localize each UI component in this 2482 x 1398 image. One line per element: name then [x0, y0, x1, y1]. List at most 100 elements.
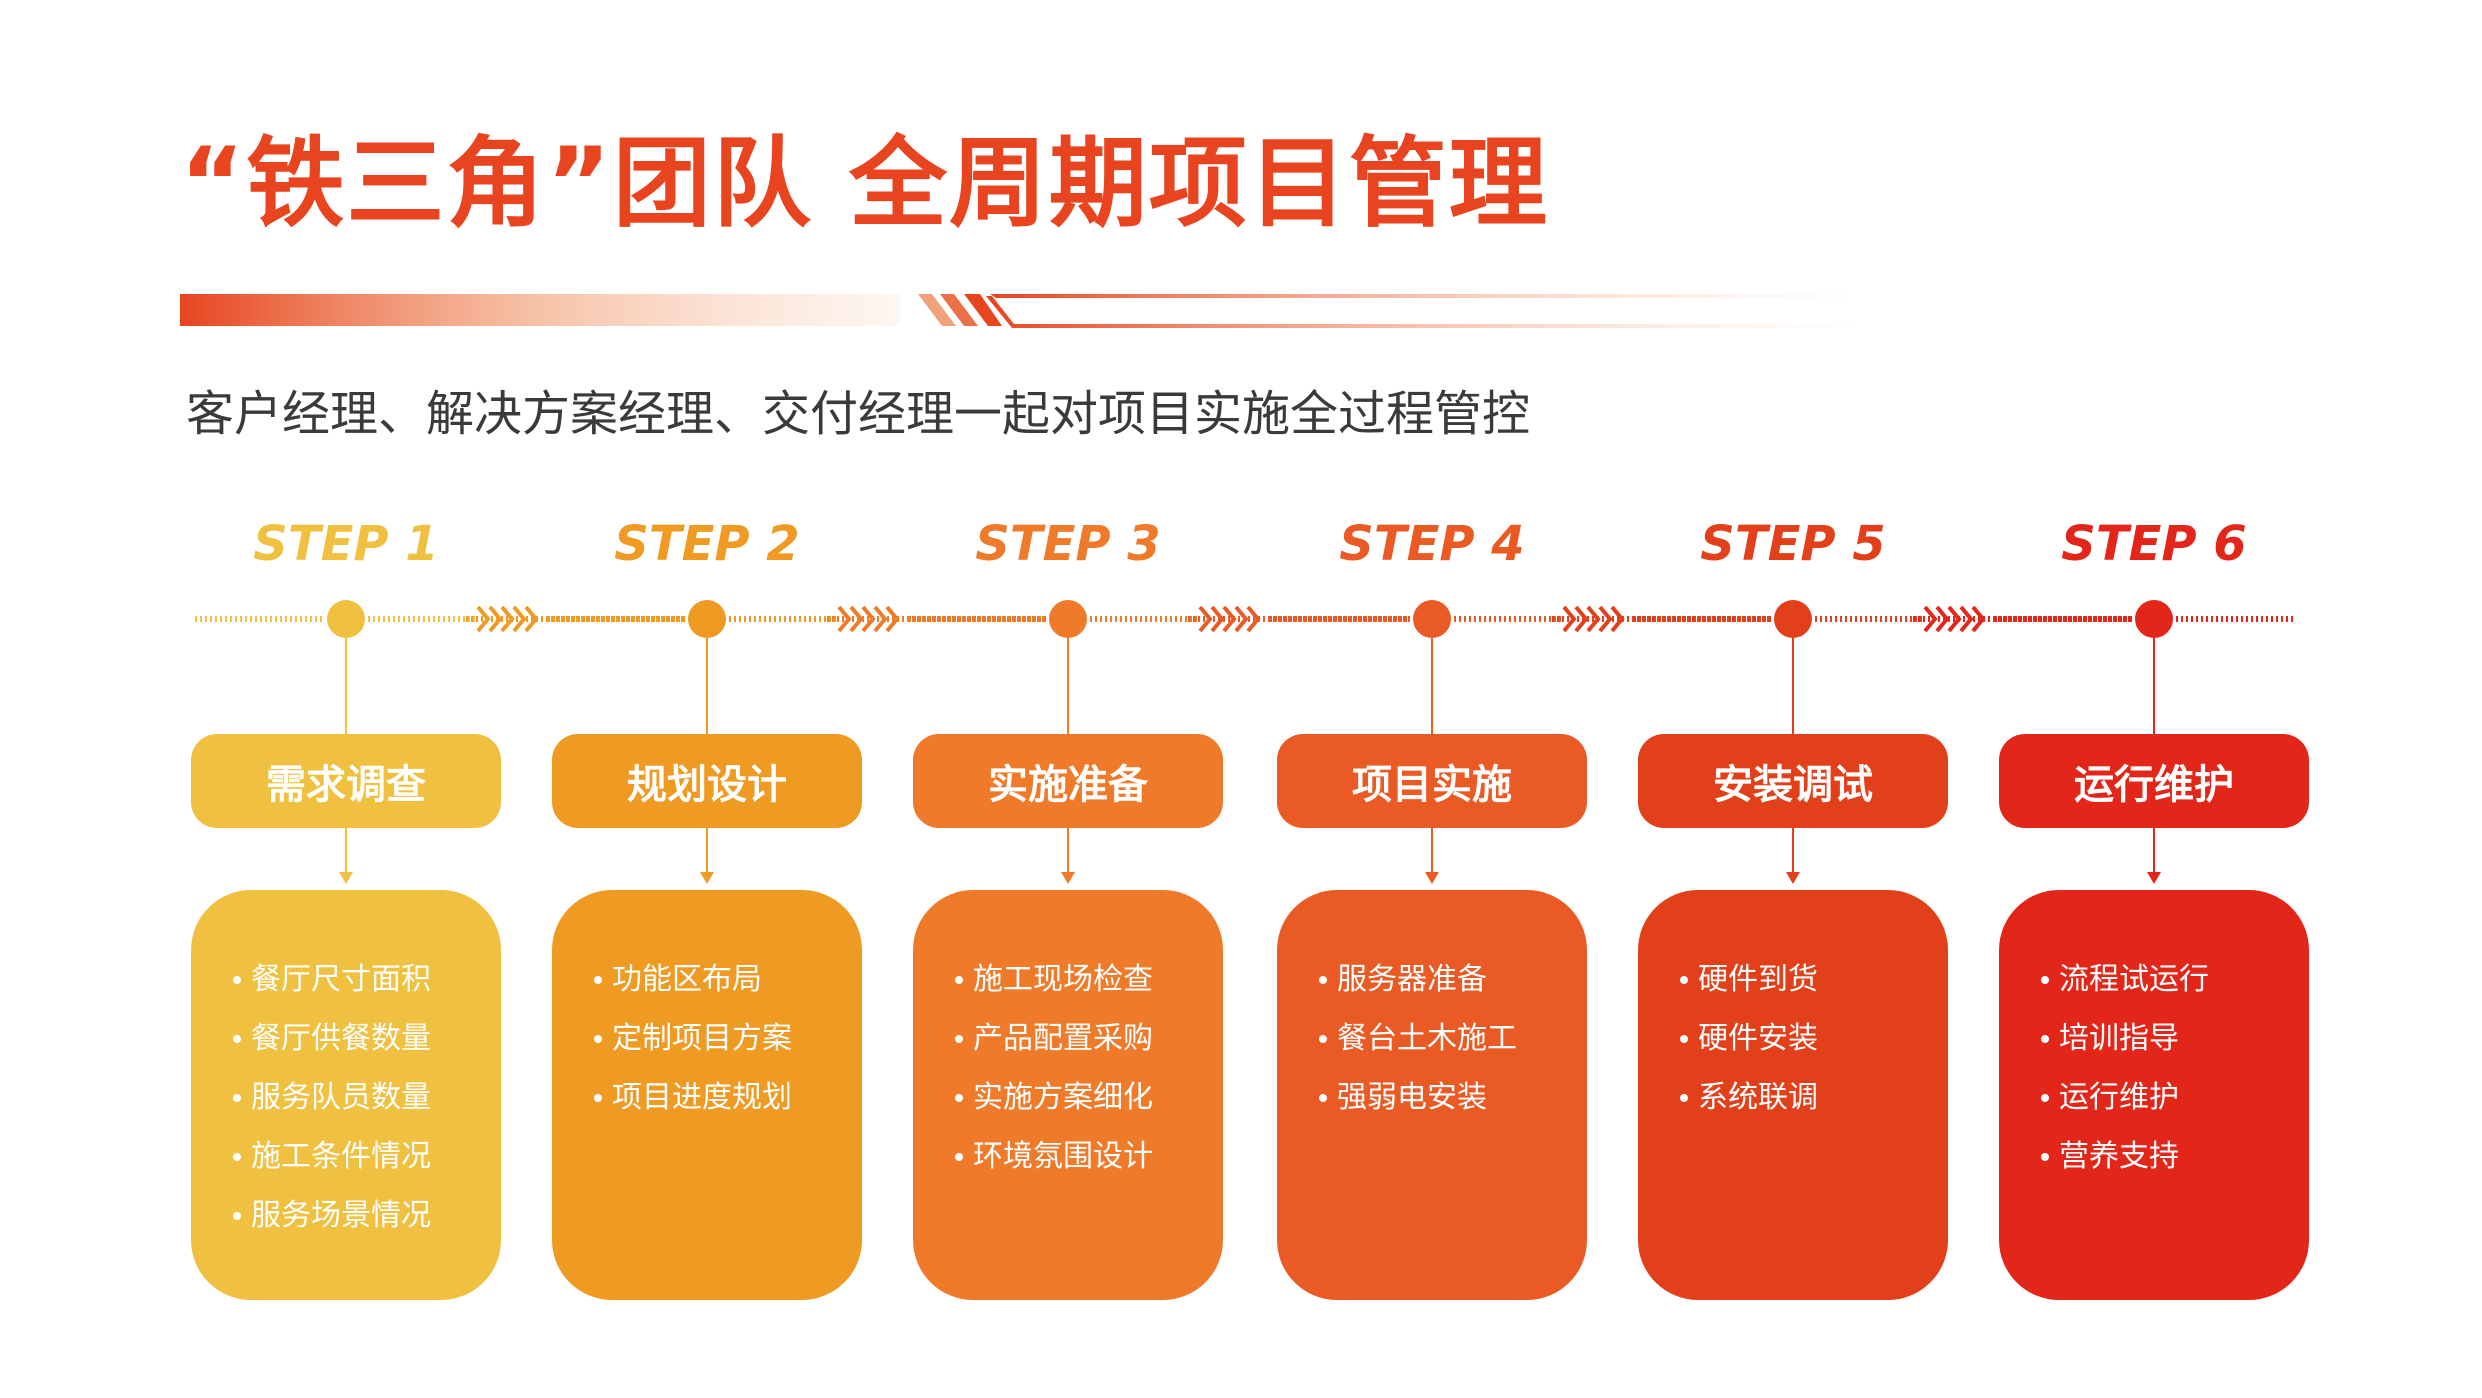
list-item-text: 功能区布局	[612, 962, 762, 997]
list-item: 餐台土木施工	[1277, 1009, 1587, 1068]
list-item-text: 营养支持	[2059, 1139, 2179, 1174]
chevron-arrow-icon	[500, 605, 515, 633]
step-detail-card: 施工现场检查产品配置采购实施方案细化环境氛围设计	[913, 890, 1223, 1300]
chevron-arrow-icon	[1222, 605, 1237, 633]
step-label: STEP 5	[1700, 516, 1886, 572]
list-item-text: 定制项目方案	[612, 1021, 792, 1056]
step-title: 规划设计	[627, 762, 787, 808]
bullet-dot-icon	[233, 1094, 241, 1102]
chevron-arrow-icon	[849, 605, 864, 633]
chevron-arrow-icon	[1610, 605, 1625, 633]
list-item-text: 餐台土木施工	[1337, 1021, 1517, 1056]
bullet-dot-icon	[1680, 976, 1688, 984]
list-item: 产品配置采购	[913, 1009, 1223, 1068]
list-item: 餐厅供餐数量	[191, 1009, 501, 1068]
bullet-dot-icon	[594, 1035, 602, 1043]
list-item-text: 服务器准备	[1337, 962, 1487, 997]
chevron-arrow-icon	[1586, 605, 1601, 633]
step-title: 实施准备	[988, 762, 1148, 808]
bullet-dot-icon	[955, 1035, 963, 1043]
list-item-text: 强弱电安装	[1337, 1080, 1487, 1115]
list-item: 运行维护	[1999, 1068, 2309, 1127]
arrow-down-icon	[700, 872, 714, 884]
chevron-arrow-icon	[873, 605, 888, 633]
timeline-node	[1413, 600, 1451, 638]
step-title: 运行维护	[2074, 762, 2234, 808]
step-label: STEP 4	[1339, 516, 1525, 572]
list-item: 服务队员数量	[191, 1068, 501, 1127]
chevron-arrow-icon	[512, 605, 527, 633]
step-item-list: 餐厅尺寸面积餐厅供餐数量服务队员数量施工条件情况服务场景情况	[191, 950, 501, 1245]
list-item-text: 服务场景情况	[251, 1198, 431, 1233]
step-title-box: 需求调查	[191, 734, 501, 828]
bullet-dot-icon	[233, 976, 241, 984]
chevron-arrow-icon	[488, 605, 503, 633]
chevron-arrow-icon	[1923, 605, 1938, 633]
list-item-text: 系统联调	[1698, 1080, 1818, 1115]
list-item: 强弱电安装	[1277, 1068, 1587, 1127]
step-item-list: 施工现场检查产品配置采购实施方案细化环境氛围设计	[913, 950, 1223, 1186]
list-item-text: 施工条件情况	[251, 1139, 431, 1174]
step-title: 项目实施	[1352, 762, 1512, 808]
step-title-box: 规划设计	[552, 734, 862, 828]
list-item: 培训指导	[1999, 1009, 2309, 1068]
list-item-text: 施工现场检查	[973, 962, 1153, 997]
step-label: STEP 2	[614, 516, 800, 572]
chevron-arrow-icon	[1971, 605, 1986, 633]
bullet-dot-icon	[233, 1153, 241, 1161]
list-item-text: 服务队员数量	[251, 1080, 431, 1115]
arrow-down-icon	[1425, 872, 1439, 884]
chevron-arrow-icon	[1562, 605, 1577, 633]
list-item-text: 硬件到货	[1698, 962, 1818, 997]
bullet-dot-icon	[955, 976, 963, 984]
step-item-list: 硬件到货硬件安装系统联调	[1638, 950, 1948, 1127]
step-title-box: 项目实施	[1277, 734, 1587, 828]
list-item: 服务场景情况	[191, 1186, 501, 1245]
list-item-text: 实施方案细化	[973, 1080, 1153, 1115]
step-item-list: 流程试运行培训指导运行维护营养支持	[1999, 950, 2309, 1186]
chevron-arrow-icon	[1959, 605, 1974, 633]
list-item-text: 餐厅供餐数量	[251, 1021, 431, 1056]
timeline-node	[1774, 600, 1812, 638]
step-label: STEP 3	[975, 516, 1161, 572]
bullet-dot-icon	[1680, 1035, 1688, 1043]
arrow-down-icon	[339, 872, 353, 884]
list-item-text: 产品配置采购	[973, 1021, 1153, 1056]
chevron-arrow-icon	[1947, 605, 1962, 633]
chevron-arrow-icon	[1598, 605, 1613, 633]
list-item: 硬件安装	[1638, 1009, 1948, 1068]
chevron-arrow-icon	[524, 605, 539, 633]
list-item: 项目进度规划	[552, 1068, 862, 1127]
chevron-arrow-icon	[1198, 605, 1213, 633]
step-title: 需求调查	[266, 762, 426, 808]
bullet-dot-icon	[955, 1153, 963, 1161]
page-title: “铁三角”团队 全周期项目管理	[180, 127, 1549, 241]
bullet-dot-icon	[2041, 1094, 2049, 1102]
chevron-arrow-icon	[885, 605, 900, 633]
bullet-dot-icon	[1319, 1094, 1327, 1102]
chevron-arrow-icon	[1935, 605, 1950, 633]
bullet-dot-icon	[2041, 976, 2049, 984]
arrow-down-icon	[1786, 872, 1800, 884]
list-item: 施工条件情况	[191, 1127, 501, 1186]
list-item: 营养支持	[1999, 1127, 2309, 1186]
step-label: STEP 6	[2061, 516, 2247, 572]
step-detail-card: 服务器准备餐台土木施工强弱电安装	[1277, 890, 1587, 1300]
bullet-dot-icon	[2041, 1153, 2049, 1161]
list-item: 服务器准备	[1277, 950, 1587, 1009]
timeline-node	[2135, 600, 2173, 638]
list-item: 系统联调	[1638, 1068, 1948, 1127]
bullet-dot-icon	[594, 1094, 602, 1102]
chevron-arrow-icon	[861, 605, 876, 633]
step-item-list: 服务器准备餐台土木施工强弱电安装	[1277, 950, 1587, 1127]
list-item-text: 硬件安装	[1698, 1021, 1818, 1056]
step-label: STEP 1	[253, 516, 439, 572]
step-detail-card: 功能区布局定制项目方案项目进度规划	[552, 890, 862, 1300]
list-item: 施工现场检查	[913, 950, 1223, 1009]
bullet-dot-icon	[233, 1035, 241, 1043]
step-detail-card: 硬件到货硬件安装系统联调	[1638, 890, 1948, 1300]
arrow-down-icon	[2147, 872, 2161, 884]
chevron-arrow-icon	[1574, 605, 1589, 633]
list-item: 流程试运行	[1999, 950, 2309, 1009]
step-title-box: 安装调试	[1638, 734, 1948, 828]
